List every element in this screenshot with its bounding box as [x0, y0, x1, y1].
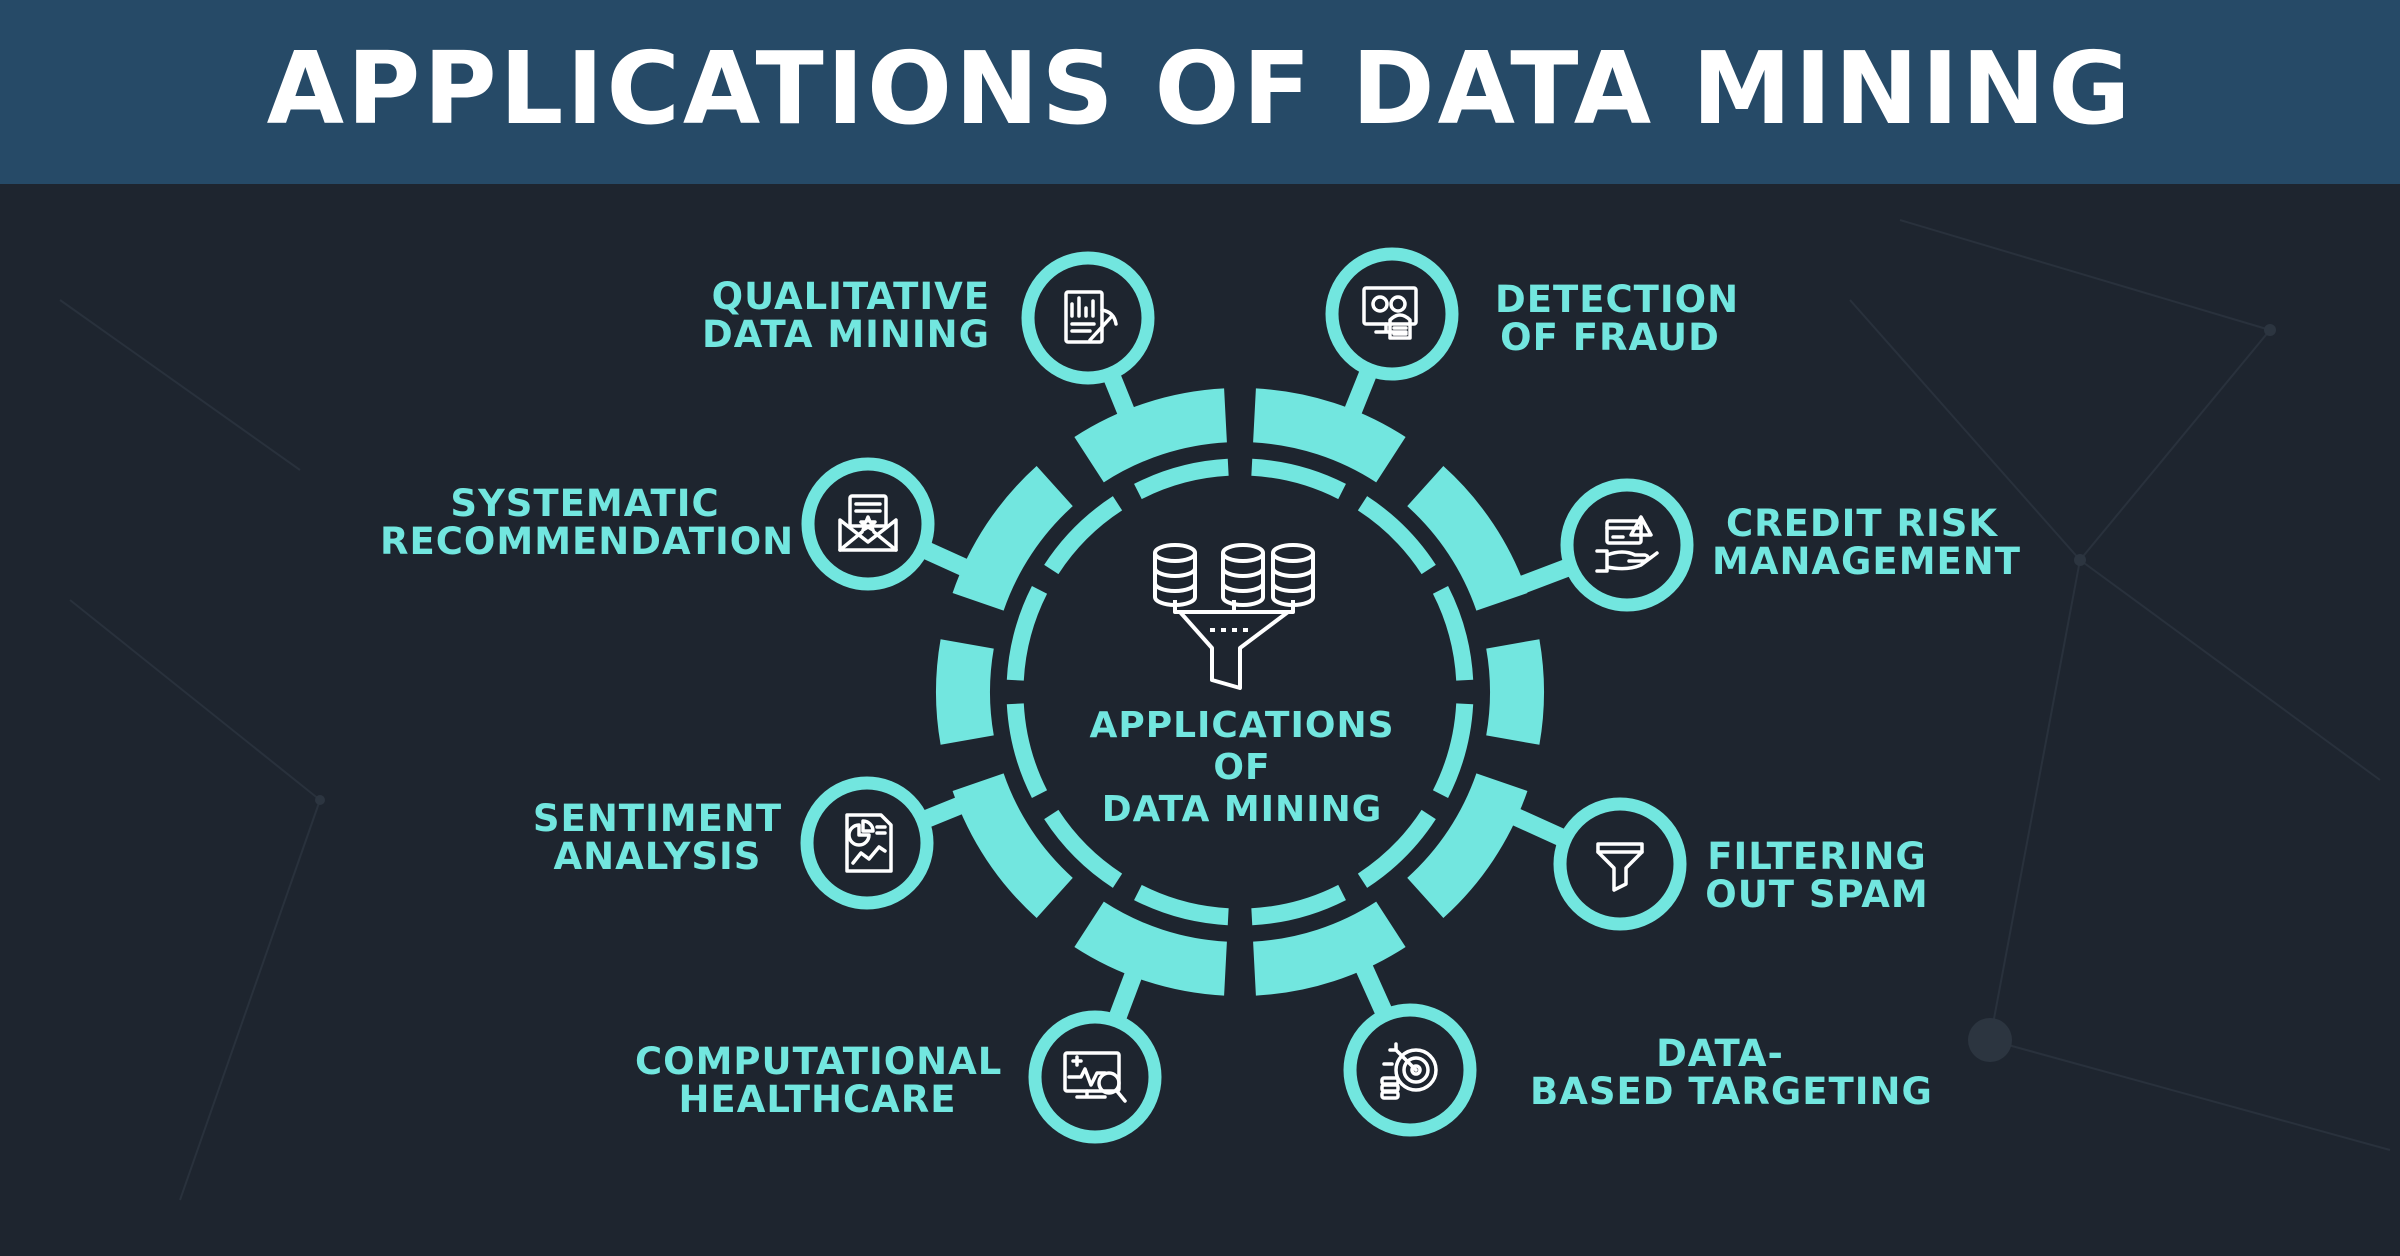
outer-ring-segment [1406, 772, 1528, 918]
connector-line [1343, 366, 1378, 418]
connector-line [1517, 557, 1575, 594]
icon-glyph [1380, 1042, 1438, 1100]
icon-circle [1343, 1003, 1477, 1137]
outer-ring-segment [1074, 901, 1228, 996]
inner-ring-segment [1006, 586, 1048, 681]
inner-ring-segment [1357, 809, 1436, 888]
label-line: ANALYSIS [553, 835, 762, 878]
label-line: QUALITATIVE [711, 275, 990, 318]
icon-glyph [845, 813, 893, 873]
outer-ring-segment [1074, 388, 1228, 483]
label-detection-of-fraud: DETECTION OF FRAUD [1495, 278, 1740, 359]
label-line: OUT SPAM [1705, 873, 1929, 916]
icon-circle [801, 457, 935, 591]
outer-ring-segment [952, 466, 1074, 612]
connector-line [1354, 961, 1394, 1019]
computer-hacker-icon [1325, 247, 1459, 381]
center-title-line-1: APPLICATIONS [1089, 705, 1395, 746]
label-line: OF FRAUD [1500, 316, 1720, 359]
connector-line [1102, 370, 1136, 418]
connector-line [919, 796, 966, 829]
label-line: DATA- [1656, 1032, 1784, 1075]
outer-ring [936, 388, 1544, 996]
label-filtering-out-spam: FILTERING OUT SPAM [1702, 838, 1932, 914]
inner-ring-segment [1357, 496, 1436, 575]
label-line: BASED TARGETING [1530, 1070, 1933, 1113]
icon-glyph [1362, 286, 1418, 340]
label-data-based-targeting: DATA- BASED TARGETING [1530, 1032, 1933, 1113]
inner-ring-segment [1044, 809, 1123, 888]
inner-ring-segment [1044, 496, 1123, 575]
inner-ring-segment [1134, 458, 1229, 500]
label-sentiment-analysis: SENTIMENT ANALYSIS [530, 800, 785, 876]
icon-circle [1325, 247, 1459, 381]
icon-glyph [1596, 842, 1644, 892]
outer-ring-segment [952, 772, 1074, 918]
inner-ring-segment [1251, 458, 1346, 500]
inner-ring-segment [1251, 884, 1346, 926]
page-title: APPLICATIONS OF DATA MINING [266, 29, 2134, 147]
label-line: COMPUTATIONAL [635, 1040, 1003, 1083]
inner-ring [1006, 458, 1474, 926]
icon-circle [1560, 478, 1694, 612]
label-line: DETECTION [1495, 278, 1740, 321]
label-line: SENTIMENT [532, 797, 783, 840]
label-line: MANAGEMENT [1712, 540, 2021, 583]
inner-ring-segment [1006, 703, 1048, 798]
label-line: SYSTEMATIC [450, 482, 720, 525]
label-credit-risk-management: CREDIT RISK MANAGEMENT [1712, 502, 2021, 583]
database-funnel-icon [1153, 543, 1315, 690]
icon-glyph [1063, 1051, 1127, 1103]
icon-circle [1021, 251, 1155, 385]
label-line: CREDIT RISK [1725, 502, 1999, 545]
inner-ring-segment [1134, 884, 1229, 926]
hand-credit-card-warning-icon [1560, 478, 1694, 612]
center-title-line-3: DATA MINING [1101, 789, 1383, 830]
funnel-filter-icon [1553, 797, 1687, 931]
outer-ring-segment [1252, 901, 1406, 996]
chart-document-pickaxe-icon [1021, 251, 1155, 385]
icon-circle [1553, 797, 1687, 931]
monitor-heartbeat-magnifier-icon [1028, 1010, 1162, 1144]
connector-line [1107, 969, 1143, 1025]
target-arrow-coins-icon [1343, 1003, 1477, 1137]
icon-glyph [1064, 290, 1118, 344]
outer-ring-segment [1486, 639, 1544, 745]
inner-ring-segment [1432, 703, 1474, 798]
label-qualitative-data-mining: QUALITATIVE DATA MINING [702, 278, 990, 354]
connector-line [1509, 807, 1570, 848]
connectors [918, 366, 1575, 1025]
outer-ring-segment [1406, 466, 1528, 612]
report-pie-chart-icon [800, 776, 934, 910]
header-banner: APPLICATIONS OF DATA MINING [0, 0, 2400, 184]
label-line: FILTERING [1707, 835, 1927, 878]
label-computational-healthcare: COMPUTATIONAL HEALTHCARE [635, 1040, 1003, 1121]
center-title-line-2: OF [1213, 747, 1271, 788]
center-title: APPLICATIONS OF DATA MINING [1042, 705, 1442, 831]
outer-ring-segment [1252, 388, 1406, 483]
outer-ring-segment [936, 639, 994, 745]
inner-ring-segment [1432, 586, 1474, 681]
label-line: HEALTHCARE [678, 1078, 957, 1121]
envelope-letter-star-icon [801, 457, 935, 591]
label-line: DATA MINING [701, 313, 990, 356]
label-systematic-recommendation: SYSTEMATIC RECOMMENDATION [380, 482, 795, 563]
label-line: RECOMMENDATION [380, 520, 795, 563]
icon-glyph [838, 494, 898, 552]
connector-line [918, 540, 971, 577]
icon-glyph [1595, 515, 1659, 573]
